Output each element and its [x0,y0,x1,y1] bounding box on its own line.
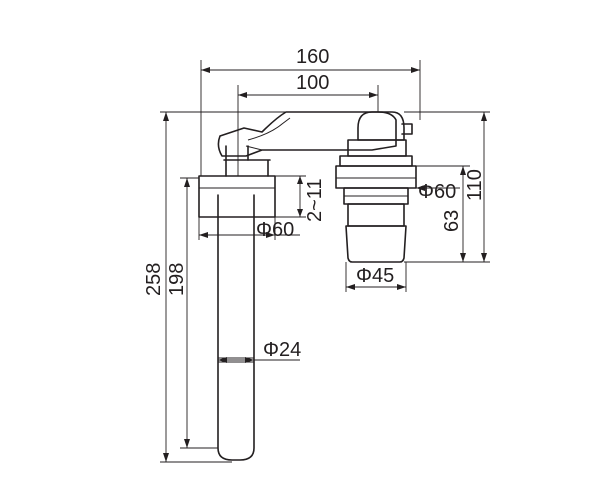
label-spout-reach: 100 [296,72,329,94]
valve-lower [347,203,405,227]
faucet-outline [198,111,417,461]
dimension-lines [160,60,490,463]
label-body-height: 63 [441,210,463,232]
cartridge-knob [401,123,413,135]
dimension-labels: 160 100 2~11 Φ60 Φ60 110 63 Φ45 258 198 … [143,46,486,361]
label-overall-width: 160 [296,46,329,68]
body-cylinder [345,225,407,263]
valve-upper-body [335,165,417,189]
spout-pipe [217,194,255,461]
label-range: 2~11 [304,178,326,222]
handle-groove [247,117,291,141]
valve-neck [347,139,407,157]
label-body-dia: Φ45 [356,265,394,287]
cartridge-cap [357,111,405,141]
collar [223,159,271,177]
label-overall-height: 258 [143,263,165,296]
handle-lever [217,111,397,157]
label-wall-plate-dia: Φ60 [256,219,294,241]
label-spout-dia: Φ24 [263,339,301,361]
label-flange-dia: Φ60 [418,181,456,203]
collar-top [225,145,249,161]
handle-groove-2 [245,145,263,151]
valve-flange [339,155,413,167]
label-right-height: 110 [464,169,486,201]
label-spout-height: 198 [166,263,188,296]
wall-plate [198,175,276,218]
